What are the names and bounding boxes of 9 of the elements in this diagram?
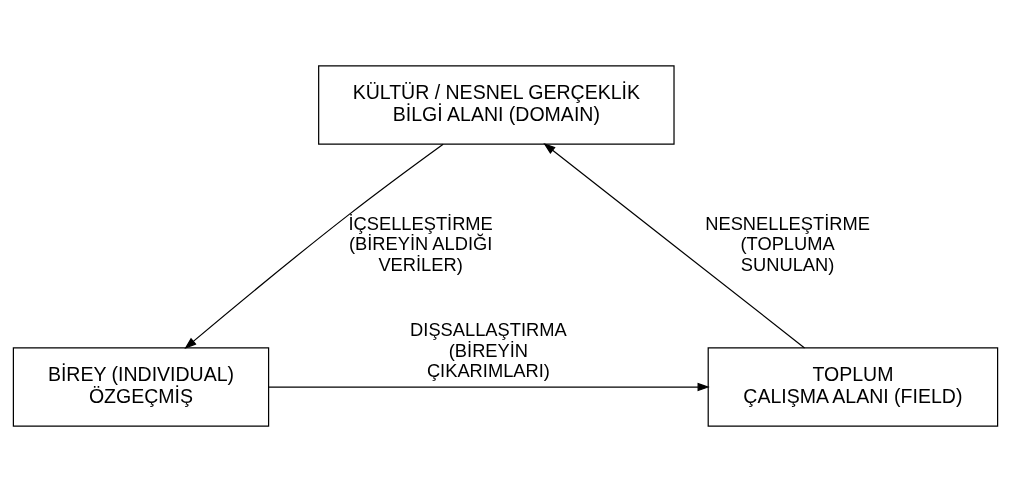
edge-label: NESNELLEŞTİRME (TOPLUMA SUNULAN) — [705, 212, 870, 275]
node-box: TOPLUM ÇALIŞMA ALANI (FIELD) — [707, 346, 999, 427]
arrow — [268, 382, 710, 391]
edge-label: DIŞSALLAŞTIRMA (BİREYİN ÇIKARIMLARI) — [410, 318, 567, 381]
node-box: KÜLTÜR / NESNEL GERÇEKLİK BİLGİ ALANI (DOMAIN) — [318, 64, 675, 145]
arrow — [184, 143, 444, 349]
arrow — [543, 142, 806, 348]
edge-label: İÇSELLEŞTİRME (BİREYİN ALDIĞI VERİLER) — [348, 212, 493, 275]
node-box: BİREY (INDIVIDUAL) ÖZGEÇMİŞ — [12, 346, 270, 427]
